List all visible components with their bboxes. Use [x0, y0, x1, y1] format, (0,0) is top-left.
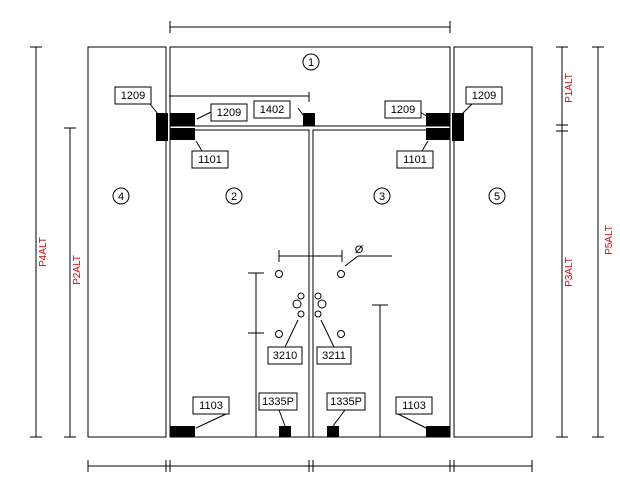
right-hole-bottom	[337, 330, 345, 338]
dimension-p4: P4ALT	[38, 237, 49, 267]
panel-5-outline	[453, 46, 533, 438]
label-right-bottom-center: 1335P	[326, 392, 366, 411]
left-knob-top	[297, 292, 305, 300]
right-hole-top	[337, 270, 345, 278]
bottom-dimension	[87, 460, 533, 472]
label-right-bottom: 1103	[395, 396, 433, 415]
left-hole-top	[275, 270, 283, 278]
label-right-hinge: 1101	[396, 150, 434, 169]
glass-panels	[87, 46, 533, 438]
fittings	[156, 113, 464, 437]
svg-text:4: 4	[118, 191, 124, 203]
dimension-p1: P1ALT	[564, 73, 575, 103]
right-outer-clamp	[452, 113, 464, 141]
right-dimensions	[556, 46, 604, 438]
panel-number-3: 3	[373, 187, 391, 205]
dimension-p2: P2ALT	[72, 255, 83, 285]
svg-text:1209: 1209	[391, 104, 415, 116]
left-knob-bot	[297, 310, 305, 318]
left-top-clamp	[170, 113, 195, 126]
diameter-symbol: Ø	[355, 244, 364, 256]
left-dimensions	[30, 46, 76, 438]
label-top-center: 1402	[253, 100, 291, 119]
left-hinge-block	[170, 128, 195, 140]
panel-3-outline	[312, 129, 451, 438]
panel-4-outline	[87, 46, 167, 438]
svg-text:1101: 1101	[403, 154, 427, 166]
right-top-clamp	[426, 113, 450, 126]
panel-number-2: 2	[225, 187, 243, 205]
left-floor-stop	[279, 426, 291, 437]
left-knob-mid	[292, 299, 302, 309]
dimension-p3: P3ALT	[564, 257, 575, 287]
right-bottom-pivot	[426, 426, 450, 437]
right-knob-bot	[314, 310, 322, 318]
panel-number-5: 5	[488, 187, 506, 205]
leader-lines	[149, 92, 473, 429]
label-right-top-outer: 1209	[465, 86, 503, 105]
label-left-hinge: 1101	[191, 150, 229, 169]
dimension-p5: P5ALT	[604, 225, 615, 255]
svg-text:1335P: 1335P	[262, 396, 294, 408]
svg-text:3210: 3210	[273, 350, 297, 362]
svg-text:1209: 1209	[472, 90, 496, 102]
svg-text:1209: 1209	[217, 107, 241, 119]
svg-text:1103: 1103	[402, 400, 426, 412]
panel-2-outline	[169, 129, 310, 438]
panel-number-1: 1	[302, 53, 320, 71]
panel-number-4: 4	[112, 187, 130, 205]
label-left-bottom-center: 1335P	[258, 392, 298, 411]
svg-text:1103: 1103	[199, 400, 223, 412]
svg-text:1101: 1101	[198, 154, 222, 166]
top-center-stop	[303, 113, 315, 126]
label-left-handle: 3210	[267, 346, 303, 365]
label-left-bottom: 1103	[192, 396, 230, 415]
handle-details	[248, 250, 392, 437]
svg-text:1335P: 1335P	[330, 396, 362, 408]
svg-text:1402: 1402	[260, 104, 284, 116]
left-hole-bottom	[275, 330, 283, 338]
label-left-top-outer: 1209	[114, 86, 152, 105]
right-knob-mid	[317, 299, 327, 309]
svg-text:3: 3	[379, 191, 385, 203]
svg-text:2: 2	[231, 191, 237, 203]
label-right-handle: 3211	[316, 346, 352, 365]
right-floor-stop	[327, 426, 339, 437]
right-hinge-block	[426, 128, 450, 140]
svg-text:1: 1	[308, 57, 314, 69]
left-outer-clamp	[156, 113, 168, 141]
right-knob-top	[314, 292, 322, 300]
top-dimension	[169, 21, 451, 33]
label-left-top-inner: 1209	[210, 103, 248, 122]
label-right-top-inner: 1209	[384, 100, 422, 119]
left-bottom-pivot	[170, 426, 195, 437]
svg-text:1209: 1209	[121, 90, 145, 102]
svg-text:3211: 3211	[322, 350, 346, 362]
svg-text:5: 5	[494, 191, 500, 203]
